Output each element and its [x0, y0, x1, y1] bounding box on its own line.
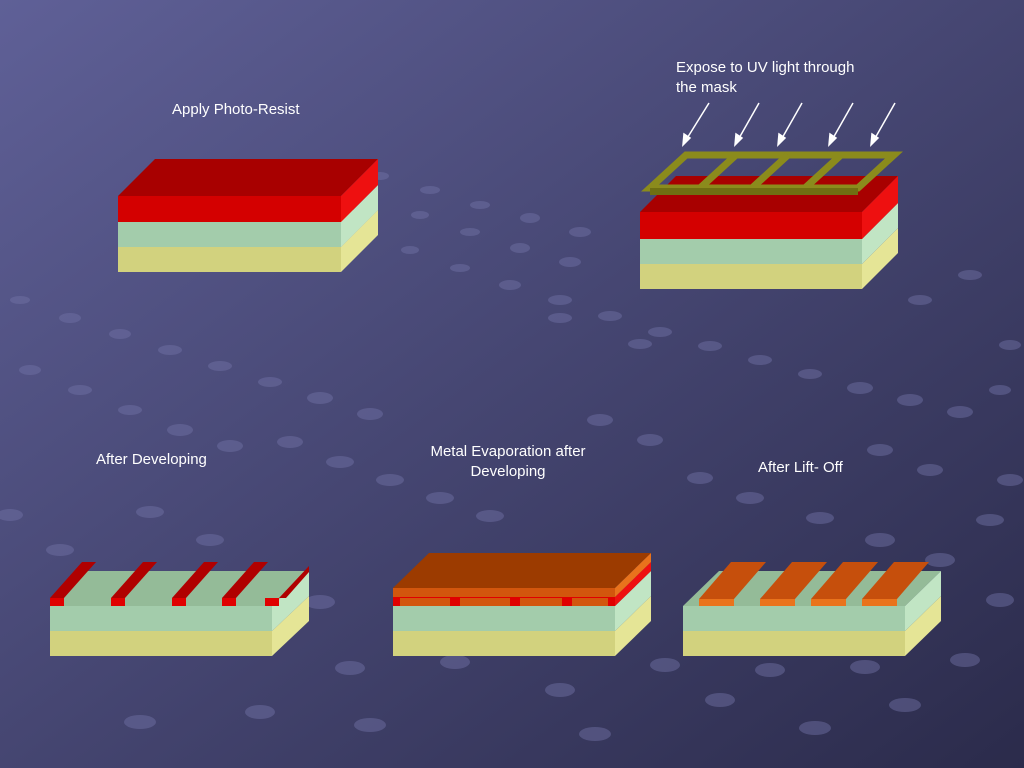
- uv-mask: [641, 151, 903, 195]
- substrate-layer: [50, 596, 309, 656]
- stack-apply-photoresist: [118, 159, 378, 272]
- substrate-layer: [393, 596, 651, 656]
- label-after-liftoff: After Lift- Off: [758, 459, 843, 476]
- oxide-layer: [118, 185, 378, 247]
- stack-after-developing: [50, 562, 309, 656]
- metal-lines: [699, 562, 929, 606]
- resist-and-metal-band: [393, 562, 651, 606]
- label-metal-line1: Metal Evaporation after: [430, 443, 586, 460]
- stack-metal-evaporation: [393, 553, 651, 656]
- metal-layer: [393, 553, 651, 597]
- substrate-layer: [640, 228, 898, 289]
- label-expose-line2: the mask: [676, 79, 737, 96]
- label-after-developing: After Developing: [96, 451, 207, 468]
- label-expose-line1: Expose to UV light through: [676, 59, 855, 76]
- oxide-layer: [393, 571, 651, 631]
- label-metal-line2: Developing: [470, 463, 546, 480]
- label-apply-photoresist: Apply Photo-Resist: [172, 101, 300, 118]
- uv-light-arrows: [682, 102, 896, 147]
- background-dot-pattern: [0, 172, 1023, 741]
- substrate-layer: [683, 596, 941, 656]
- oxide-layer: [640, 203, 898, 264]
- label-metal-evaporation: Metal Evaporation after Developing: [408, 442, 608, 482]
- photoresist-layer: [118, 159, 378, 222]
- stack-after-liftoff: [683, 562, 941, 656]
- stack-expose-uv: [640, 102, 903, 289]
- photoresist-lines: [50, 562, 309, 606]
- label-expose-uv: Expose to UV light through the mask: [676, 58, 896, 98]
